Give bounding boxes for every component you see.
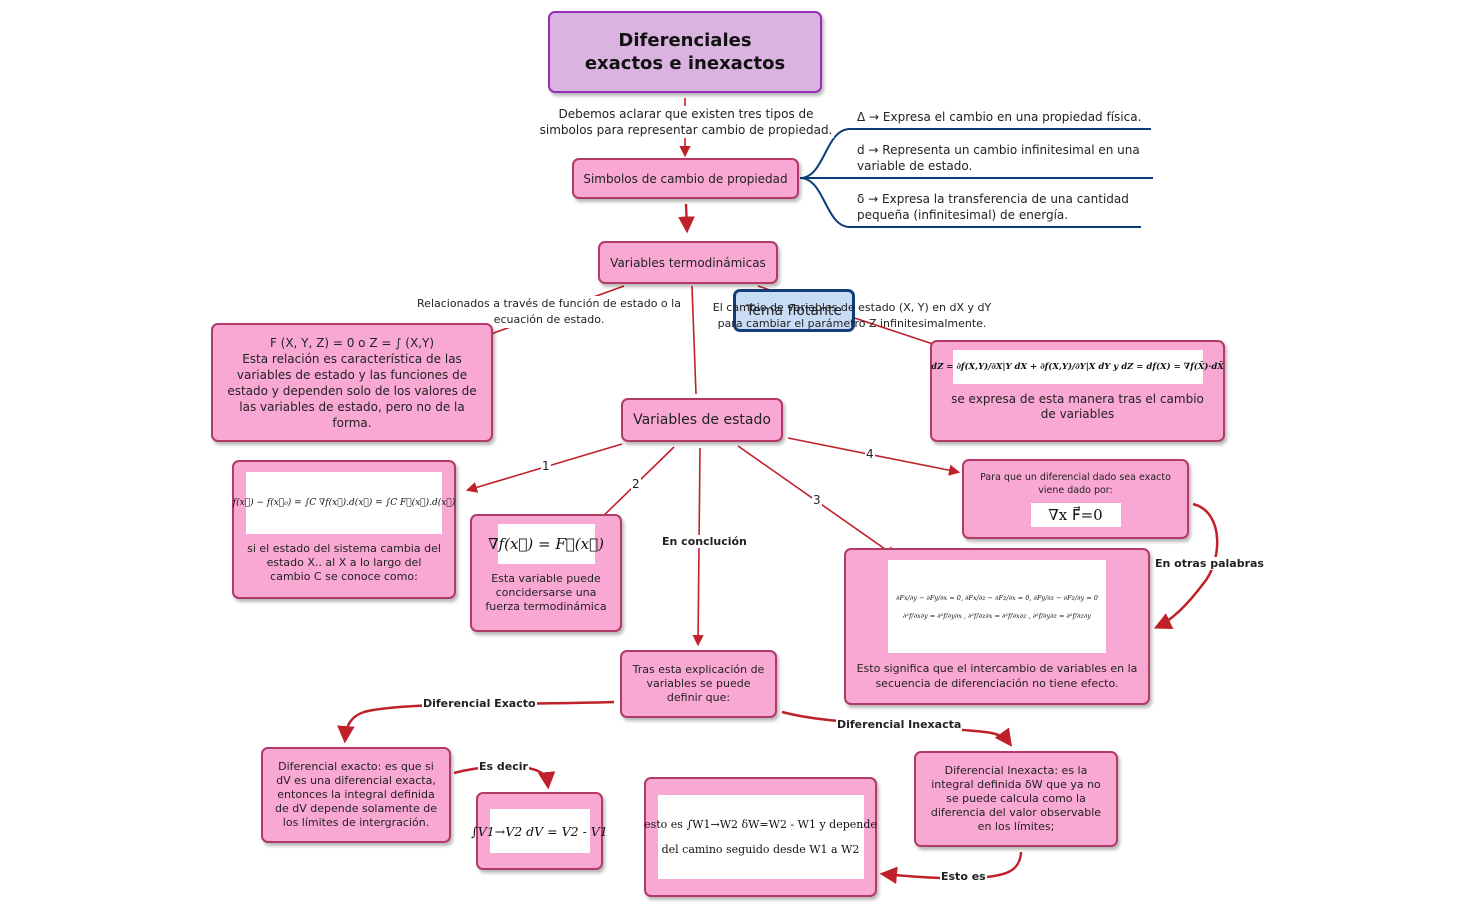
thermo-node-label: Variables termodinámicas [610, 255, 766, 270]
inexact-formula-line1: esto es ∫W1→W2 δW=W2 - W1 y depende [644, 818, 877, 831]
state-node-label: Variables de estado [633, 412, 771, 428]
inexact-formula-node[interactable]: esto es ∫W1→W2 δW=W2 - W1 y depende del … [644, 777, 877, 897]
branch2-formula: ∇f(x⃗) = F⃗(x⃗) [488, 535, 604, 553]
function-node[interactable]: F (X, Y, Z) = 0 o Z = ∫ (X,Y) Esta relac… [211, 323, 493, 442]
change-text: El cambio de variables de estado (X, Y) … [712, 301, 992, 330]
floating-topic-label: Tema flotante [746, 302, 842, 319]
symbol-delta: Δ → Expresa el cambio en una propiedad f… [857, 110, 1142, 124]
connector-symbols-thermo [678, 203, 695, 234]
branch4-text: Para que un diferencial dado sea exacto … [980, 472, 1171, 496]
branch3-row2: ∂²f/∂x∂y = ∂²f/∂y∂x , ∂²f/∂z∂x = ∂²f/∂x∂… [903, 611, 1091, 620]
connector-exacto [337, 700, 615, 744]
exact-formula: ∫V1→V2 dV = V2 - V1 [471, 823, 608, 839]
branch-number-2: 2 [631, 477, 641, 491]
title-node[interactable]: Diferenciales exactos e inexactos [548, 11, 822, 93]
label-conclusion: En conclución [661, 535, 748, 548]
branch1-formula: f(x⃗) − f(x⃗₀) = ∫C ∇f(x⃗).d(x⃗) = ∫C F⃗… [232, 498, 456, 508]
branch3-text: Esto significa que el intercambio de var… [856, 662, 1138, 690]
inexact-formula-line2: del camino seguido desde W1 a W2 [661, 843, 860, 856]
symbols-node[interactable]: Simbolos de cambio de propiedad [572, 158, 799, 199]
function-text: Esta relación es característica de las v… [227, 351, 477, 430]
inexact-node[interactable]: Diferencial Inexacta: es la integral def… [914, 751, 1118, 847]
label-exacto: Diferencial Exacto [422, 697, 537, 710]
change-node-text: se expresa de esta manera tras el cambio… [951, 392, 1204, 421]
change-formula: dZ = ∂f(X,Y)/∂X|Y dX + ∂f(X,Y)/∂Y|X dY y… [931, 362, 1224, 372]
related-text: Relacionados a través de función de esta… [415, 296, 683, 328]
branch2-text: Esta variable puede concidersarse una fu… [485, 572, 607, 613]
title-line-2: exactos e inexactos [584, 53, 786, 74]
explanation-node[interactable]: Tras esta explicación de variables se pu… [620, 650, 777, 718]
branch3-formula-image: ∂Fx/∂y − ∂Fy/∂x = 0, ∂Fx/∂z − ∂Fz/∂x = 0… [888, 560, 1106, 653]
change-formula-image: dZ = ∂f(X,Y)/∂X|Y dX + ∂f(X,Y)/∂Y|X dY y… [931, 350, 1224, 384]
branch3-row1: ∂Fx/∂y − ∂Fy/∂x = 0, ∂Fx/∂z − ∂Fz/∂x = 0… [896, 593, 1098, 602]
symbol-d: d → Representa un cambio infinitesimal e… [857, 143, 1140, 173]
branch-number-3: 3 [812, 493, 822, 507]
branch1-text: si el estado del sistema cambia del esta… [247, 542, 441, 583]
branch-number-4: 4 [865, 447, 875, 461]
function-equation: F (X, Y, Z) = 0 o Z = ∫ (X,Y) [269, 335, 435, 350]
state-node[interactable]: Variables de estado [621, 398, 783, 442]
branch1-formula-image: f(x⃗) − f(x⃗₀) = ∫C ∇f(x⃗).d(x⃗) = ∫C F⃗… [233, 472, 455, 534]
branch2-formula-image: ∇f(x⃗) = F⃗(x⃗) [488, 524, 604, 564]
symbols-node-label: Simbolos de cambio de propiedad [583, 171, 788, 186]
change-node[interactable]: dZ = ∂f(X,Y)/∂X|Y dX + ∂f(X,Y)/∂Y|X dY y… [930, 340, 1225, 442]
inexact-node-text: Diferencial Inexacta: es la integral def… [930, 764, 1102, 833]
thermo-node[interactable]: Variables termodinámicas [598, 241, 778, 284]
branch-number-1: 1 [541, 459, 551, 473]
connector-thermo-state [691, 285, 697, 395]
label-otras-palabras: En otras palabras [1154, 557, 1265, 570]
label-inexacta: Diferencial Inexacta [836, 718, 963, 731]
branch3-node[interactable]: ∂Fx/∂y − ∂Fy/∂x = 0, ∂Fx/∂z − ∂Fz/∂x = 0… [844, 548, 1150, 705]
exact-node[interactable]: Diferencial exacto: es que si dV es una … [261, 747, 451, 843]
floating-topic[interactable]: Tema flotante [733, 289, 855, 332]
branch2-node[interactable]: ∇f(x⃗) = F⃗(x⃗) Esta variable puede conc… [470, 514, 622, 632]
explanation-text: Tras esta explicación de variables se pu… [632, 663, 765, 704]
branch4-formula-image: ∇x F⃗=0 [1030, 503, 1121, 527]
intro-text: Debemos aclarar que existen tres tipos d… [538, 106, 834, 138]
symbol-bracket [799, 128, 1153, 228]
label-es-decir: Es decir [478, 760, 529, 773]
branch4-formula: ∇x F⃗=0 [1048, 506, 1103, 524]
branch4-node[interactable]: Para que un diferencial dado sea exacto … [962, 459, 1189, 539]
connector-otras-palabras [1153, 502, 1219, 630]
inexact-formula-image: esto es ∫W1→W2 δW=W2 - W1 y depende del … [644, 795, 877, 879]
title-line-1: Diferenciales [618, 30, 752, 51]
label-esto-es: Esto es [940, 870, 987, 883]
exact-formula-node[interactable]: ∫V1→V2 dV = V2 - V1 [471, 792, 608, 870]
branch1-node[interactable]: f(x⃗) − f(x⃗₀) = ∫C ∇f(x⃗).d(x⃗) = ∫C F⃗… [232, 460, 456, 599]
exact-node-text: Diferencial exacto: es que si dV es una … [275, 760, 438, 829]
symbol-delta-small: δ → Expresa la transferencia de una cant… [857, 192, 1129, 222]
exact-formula-image: ∫V1→V2 dV = V2 - V1 [471, 809, 608, 853]
